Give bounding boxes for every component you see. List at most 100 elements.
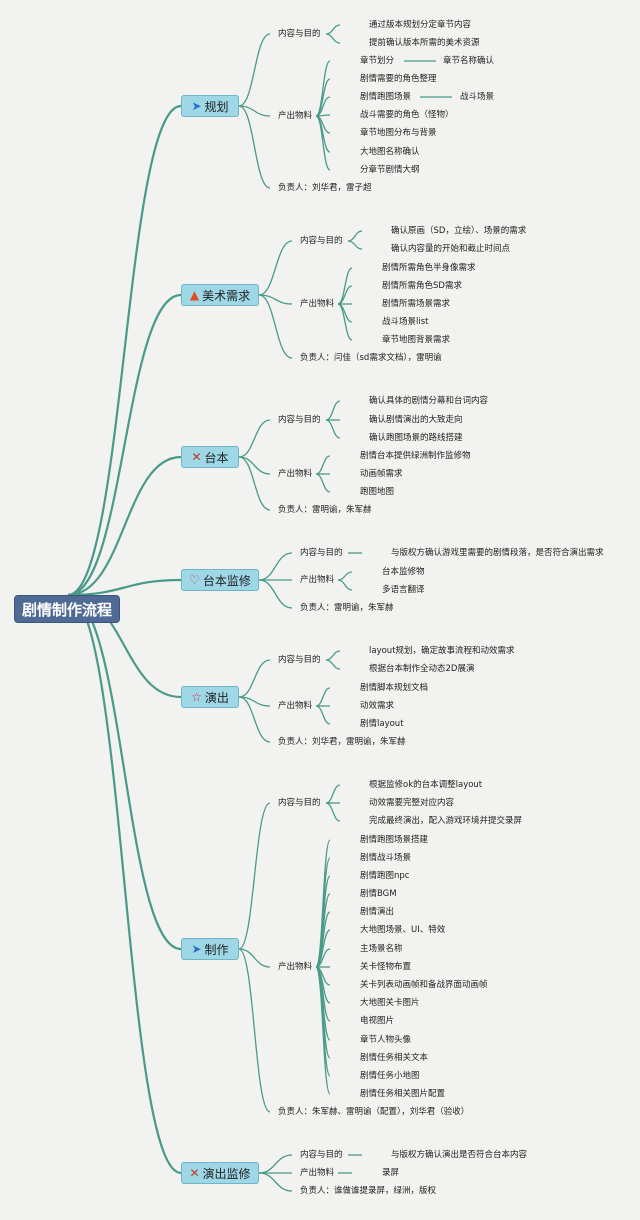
leaf-item: 战斗需要的角色（怪物） [360, 110, 454, 120]
category-to-leaf-line [325, 33, 341, 44]
deliverables-label: 产出物料 [278, 111, 313, 121]
category-to-leaf-line [315, 875, 331, 968]
category-to-leaf-line [315, 687, 331, 707]
category-to-leaf-line [337, 571, 353, 581]
category-to-leaf-line [325, 419, 341, 439]
branch-to-category-line [238, 659, 271, 698]
leaf-item: 根据台本制作全动态2D展演 [369, 664, 475, 674]
branch-to-category-line [258, 552, 293, 581]
leaf-item: 大地图关卡图片 [360, 998, 420, 1008]
tools-icon: ✕ [189, 1166, 200, 1180]
branch-script-review[interactable]: ♡ 台本监修 [181, 569, 259, 591]
category-to-leaf-line [325, 802, 341, 822]
branch-to-category-line [238, 105, 271, 117]
category-to-leaf-line [325, 650, 341, 661]
leaf-item: 剧情任务小地图 [360, 1071, 420, 1081]
branch-performance[interactable]: ☆ 演出 [181, 686, 239, 708]
branch-art-requirements[interactable]: ▲ 美术需求 [181, 284, 259, 306]
paper-plane-icon: ➤ [191, 942, 202, 956]
root-to-branch-line [67, 593, 182, 1175]
leaf-item: 剧情跑图npc [360, 871, 410, 881]
deliverables-label: 产出物料 [278, 469, 313, 479]
leaf-item: 根据监修ok的台本调整layout [369, 780, 483, 790]
owner-label: 负责人：朱军赫、雷明谕（配置），刘华君（验收） [278, 1107, 470, 1117]
leaf-item: 提前确认版本所需的美术资源 [369, 38, 480, 48]
owner-label: 负责人：闫佳（sd需求文档），雷明谕 [300, 353, 442, 363]
leaf-item: 章节人物头像 [360, 1035, 412, 1045]
deliverables-label: 产出物料 [300, 575, 335, 585]
deliverables-label: 产出物料 [300, 299, 335, 309]
leaf-item: 章节划分 [360, 56, 395, 66]
leaf-item: 剧情所需场景需求 [382, 299, 451, 309]
branch-to-category-line [258, 240, 293, 296]
owner-label: 负责人：刘华君，雷子超 [278, 183, 372, 193]
branch-to-category-line [258, 294, 293, 305]
leaf-item: 录屏 [382, 1168, 400, 1178]
branch-to-owner-line [258, 1172, 293, 1192]
root-to-branch-line [67, 455, 182, 597]
leaf-item: 主场景名称 [360, 944, 403, 954]
root-node[interactable]: 剧情制作流程 [14, 595, 120, 623]
leaf-item: 战斗场景list [382, 317, 429, 327]
leaf-item: 确认内容量的开始和截止时间点 [391, 244, 511, 254]
branch-performance-review[interactable]: ✕ 演出监修 [181, 1162, 259, 1184]
leaf-item: 分章节剧情大纲 [360, 165, 420, 175]
leaf-item: 剧情任务相关图片配置 [360, 1089, 446, 1099]
branch-to-owner-line [238, 105, 271, 189]
content-purpose-label: 内容与目的 [278, 798, 321, 808]
branch-label: 演出监修 [202, 1166, 251, 1181]
branch-to-owner-line [258, 579, 293, 609]
leaf-item: 剧情跑图场景 [360, 92, 412, 102]
branch-label: 制作 [204, 942, 229, 957]
category-to-leaf-line [315, 966, 331, 1095]
leaf-item: 确认原画（SD，立绘）、场景的需求 [391, 226, 527, 236]
branch-label: 美术需求 [202, 288, 251, 303]
tools-icon: ✕ [191, 450, 202, 464]
category-to-leaf-line [325, 400, 341, 421]
category-to-leaf-line [315, 115, 331, 171]
sub-leaf-item: 章节名称确认 [443, 56, 495, 66]
leaf-item: 与版权方确认演出是否符合台本内容 [391, 1150, 528, 1160]
deliverables-label: 产出物料 [278, 701, 313, 711]
branch-label: 台本 [204, 450, 229, 465]
leaf-item: 关卡列表动画帧和备战界面动画帧 [360, 980, 488, 990]
root-to-branch-line [67, 104, 182, 597]
leaf-item: 剧情所需角色半身像需求 [382, 263, 476, 273]
content-purpose-label: 内容与目的 [278, 29, 321, 39]
leaf-item: 剧情跑图场景搭建 [360, 835, 429, 845]
leaf-item: 通过版本规划分定章节内容 [369, 20, 472, 30]
leaf-item: 确认剧情演出的大致走向 [369, 415, 463, 425]
deliverables-label: 产出物料 [300, 1168, 335, 1178]
leaf-item: 确认跑图场景的路线搭建 [369, 433, 463, 443]
branch-to-owner-line [258, 294, 293, 359]
branch-script[interactable]: ✕ 台本 [181, 446, 239, 468]
leaf-item: 剧情需要的角色整理 [360, 74, 437, 84]
branch-to-category-line [258, 1154, 293, 1174]
leaf-item: 剧情演出 [360, 907, 395, 917]
category-to-leaf-line [325, 24, 341, 35]
branch-to-category-line [238, 948, 271, 968]
branch-production[interactable]: ➤ 制作 [181, 938, 239, 960]
leaf-item: 跑图地图 [360, 487, 395, 497]
leaf-item: 动效需要完整对应内容 [369, 798, 455, 808]
leaf-item: 章节地图分布与背景 [360, 128, 437, 138]
owner-label: 负责人：雷明谕，朱军赫 [278, 505, 372, 515]
paper-plane-icon: ➤ [191, 99, 202, 113]
leaf-item: 剧情layout [360, 719, 404, 729]
leaf-item: 剧情所需角色SD需求 [382, 281, 462, 291]
sub-leaf-item: 战斗场景 [460, 92, 495, 102]
fire-icon: ▲ [189, 288, 200, 302]
owner-label: 负责人：刘华君，雷明谕，朱军赫 [278, 737, 406, 747]
leaf-item: 剧情BGM [360, 889, 397, 899]
branch-planning[interactable]: ➤ 规划 [181, 95, 239, 117]
category-to-leaf-line [325, 784, 341, 804]
branch-to-owner-line [238, 948, 271, 1113]
content-purpose-label: 内容与目的 [300, 236, 343, 246]
content-purpose-label: 内容与目的 [278, 655, 321, 665]
branch-to-category-line [238, 802, 271, 950]
branch-to-category-line [238, 33, 271, 107]
leaf-item: 章节地图背景需求 [382, 335, 451, 345]
content-purpose-label: 内容与目的 [300, 548, 343, 558]
root-to-branch-line [67, 293, 182, 597]
